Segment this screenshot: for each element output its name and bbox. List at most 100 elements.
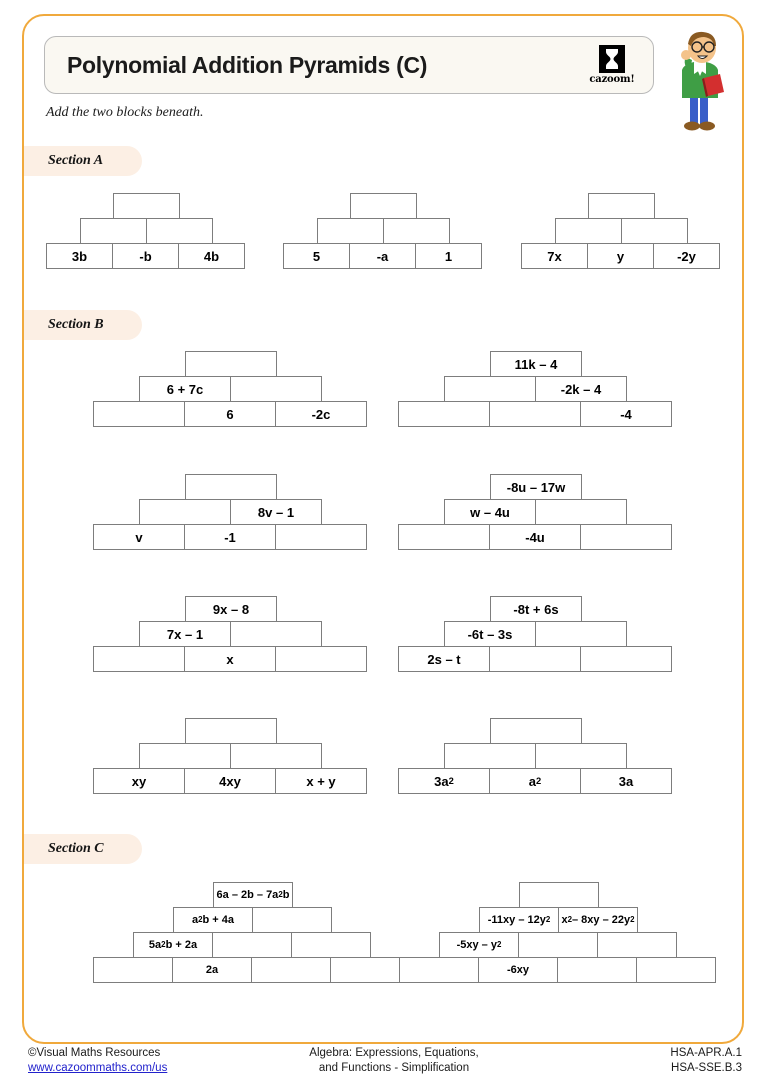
pyramid-cell[interactable]: -2c xyxy=(275,401,367,427)
pyramid-cell[interactable] xyxy=(620,218,688,244)
pyramid-cell[interactable] xyxy=(185,718,277,744)
pyramid-cell[interactable]: xy xyxy=(93,768,185,794)
pyramid-cell[interactable]: 7x – 1 xyxy=(139,621,231,647)
pyramid-cell[interactable] xyxy=(444,743,536,769)
footer-left: ©Visual Maths Resources www.cazoommaths.… xyxy=(28,1046,167,1076)
pyramid-row: 8v – 1 xyxy=(139,499,367,525)
pyramid-cell[interactable]: 7x xyxy=(521,243,588,269)
pyramid-cell[interactable]: -4 xyxy=(580,401,672,427)
pyramid-cell[interactable]: -2k – 4 xyxy=(535,376,627,402)
pyramid-cell[interactable] xyxy=(230,621,322,647)
pyramid-cell[interactable]: -4u xyxy=(489,524,581,550)
pyramid-row xyxy=(519,882,716,908)
pyramid-cell[interactable] xyxy=(185,351,277,377)
pyramid-cell[interactable]: -1 xyxy=(184,524,276,550)
pyramid-cell[interactable] xyxy=(230,376,322,402)
pyramid-cell[interactable]: 3a xyxy=(580,768,672,794)
pyramid-cell[interactable] xyxy=(212,932,292,958)
pyramid-cell[interactable]: 9x – 8 xyxy=(185,596,277,622)
pyramid-cell[interactable]: -6xy xyxy=(478,957,558,983)
pyramid-cell[interactable] xyxy=(519,882,599,908)
pyramid-cell[interactable] xyxy=(145,218,213,244)
pyramid-cell[interactable]: -a xyxy=(349,243,416,269)
cazoom-logo: cazoom! xyxy=(585,45,639,85)
pyramid-cell[interactable] xyxy=(382,218,450,244)
pyramid-cell[interactable] xyxy=(350,193,417,219)
pyramid-cell[interactable] xyxy=(580,524,672,550)
pyramid-cell[interactable] xyxy=(139,499,231,525)
pyramid-cell[interactable]: 8v – 1 xyxy=(230,499,322,525)
pyramid-cell[interactable] xyxy=(489,401,581,427)
pyramid-cell[interactable]: -b xyxy=(112,243,179,269)
pyramid-cell[interactable] xyxy=(185,474,277,500)
logo-wordmark: cazoom! xyxy=(589,74,635,85)
pyramid-cell[interactable] xyxy=(489,646,581,672)
pyramid-cell[interactable] xyxy=(535,743,627,769)
pyramid-cell[interactable]: 4b xyxy=(178,243,245,269)
website-link[interactable]: www.cazoommaths.com/us xyxy=(28,1062,168,1074)
pyramid-cell[interactable] xyxy=(275,524,367,550)
pyramid-cell[interactable] xyxy=(291,932,371,958)
pyramid-cell[interactable] xyxy=(444,376,536,402)
pyramid-cell[interactable] xyxy=(518,932,598,958)
pyramid-cell[interactable] xyxy=(535,621,627,647)
pyramid-cell[interactable] xyxy=(398,401,490,427)
pyramid-cell[interactable]: 6 + 7c xyxy=(139,376,231,402)
pyramid-row: -4 xyxy=(398,401,672,427)
pyramid-cell[interactable] xyxy=(113,193,180,219)
pyramid-cell[interactable]: x + y xyxy=(275,768,367,794)
pyramid-cell[interactable]: 5 xyxy=(283,243,350,269)
pyramid-cell[interactable]: 1 xyxy=(415,243,482,269)
pyramid-row: -6xy xyxy=(399,957,716,983)
pyramid-cell[interactable] xyxy=(93,646,185,672)
pyramid-cell[interactable] xyxy=(139,743,231,769)
pyramid-cell[interactable] xyxy=(316,218,384,244)
pyramid-cell[interactable]: 11k – 4 xyxy=(490,351,582,377)
pyramid-cell[interactable]: -8t + 6s xyxy=(490,596,582,622)
pyramid-cell[interactable] xyxy=(636,957,716,983)
pyramid-cell[interactable] xyxy=(554,218,622,244)
pyramid-cell[interactable] xyxy=(398,524,490,550)
pyramid-cell[interactable] xyxy=(490,718,582,744)
pyramid-cell[interactable] xyxy=(330,957,410,983)
pyramid-cell[interactable]: y xyxy=(587,243,654,269)
pyramid-cell[interactable] xyxy=(580,646,672,672)
pyramid-cell[interactable]: -6t – 3s xyxy=(444,621,536,647)
pyramid-row: x xyxy=(93,646,367,672)
pyramid-cell[interactable]: 3b xyxy=(46,243,113,269)
pyramid-cell[interactable]: 4xy xyxy=(184,768,276,794)
pyramid-cell[interactable] xyxy=(588,193,655,219)
pyramid-cell[interactable] xyxy=(597,932,677,958)
pyramid-cell[interactable]: 2s – t xyxy=(398,646,490,672)
pyramid-cell[interactable] xyxy=(399,957,479,983)
pyramid-cell[interactable]: v xyxy=(93,524,185,550)
pyramid-row xyxy=(554,218,721,244)
pyramid-cell[interactable] xyxy=(93,957,173,983)
pyramid-cell[interactable]: 2a xyxy=(172,957,252,983)
pyramid-row: 9x – 8 xyxy=(185,596,367,622)
pyramid-cell[interactable] xyxy=(251,957,331,983)
pyramid-cell[interactable]: -8u – 17w xyxy=(490,474,582,500)
pyramid-cell[interactable]: w – 4u xyxy=(444,499,536,525)
pyramid-cell[interactable] xyxy=(252,907,332,933)
pyramid-cell[interactable] xyxy=(535,499,627,525)
pyramid-cell[interactable]: x xyxy=(184,646,276,672)
pyramid-cell[interactable]: -2y xyxy=(653,243,720,269)
pyramid-cell[interactable] xyxy=(93,401,185,427)
pyramid-cell[interactable] xyxy=(557,957,637,983)
pyramid-cell[interactable] xyxy=(230,743,322,769)
pyramid-cell[interactable] xyxy=(275,646,367,672)
pyramid-cell[interactable]: 6 xyxy=(184,401,276,427)
pyramid-cell[interactable] xyxy=(79,218,147,244)
